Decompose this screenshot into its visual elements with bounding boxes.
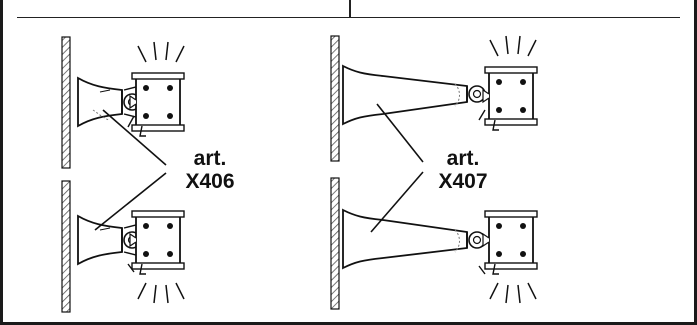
header-tab-mark: [349, 0, 351, 17]
label-x407: art. X407: [427, 147, 499, 193]
x407-leader-bottom: [370, 171, 424, 233]
x407-top-assembly: [330, 35, 538, 162]
x407-bottom-wall: [330, 177, 340, 310]
label-x406-line2: X406: [185, 170, 235, 193]
x406-top-assembly: [61, 36, 185, 169]
label-x406: art. X406: [175, 147, 245, 193]
x406-bottom-wall: [61, 180, 71, 313]
x407-leader-top: [376, 103, 424, 163]
header-rule: [17, 17, 680, 18]
x407-bottom-assembly: [330, 177, 538, 310]
x406-bottom-assembly: [61, 180, 185, 313]
label-x407-line2: X407: [438, 170, 488, 193]
x406-leader-bottom: [94, 172, 167, 231]
horn-mounting-drawing: [61, 35, 538, 313]
x406-top-wall: [61, 36, 71, 169]
label-x407-line1: art.: [446, 147, 480, 170]
x407-top-wall: [330, 35, 340, 162]
label-x406-line1: art.: [193, 147, 227, 170]
x406-leader-top: [102, 109, 167, 166]
